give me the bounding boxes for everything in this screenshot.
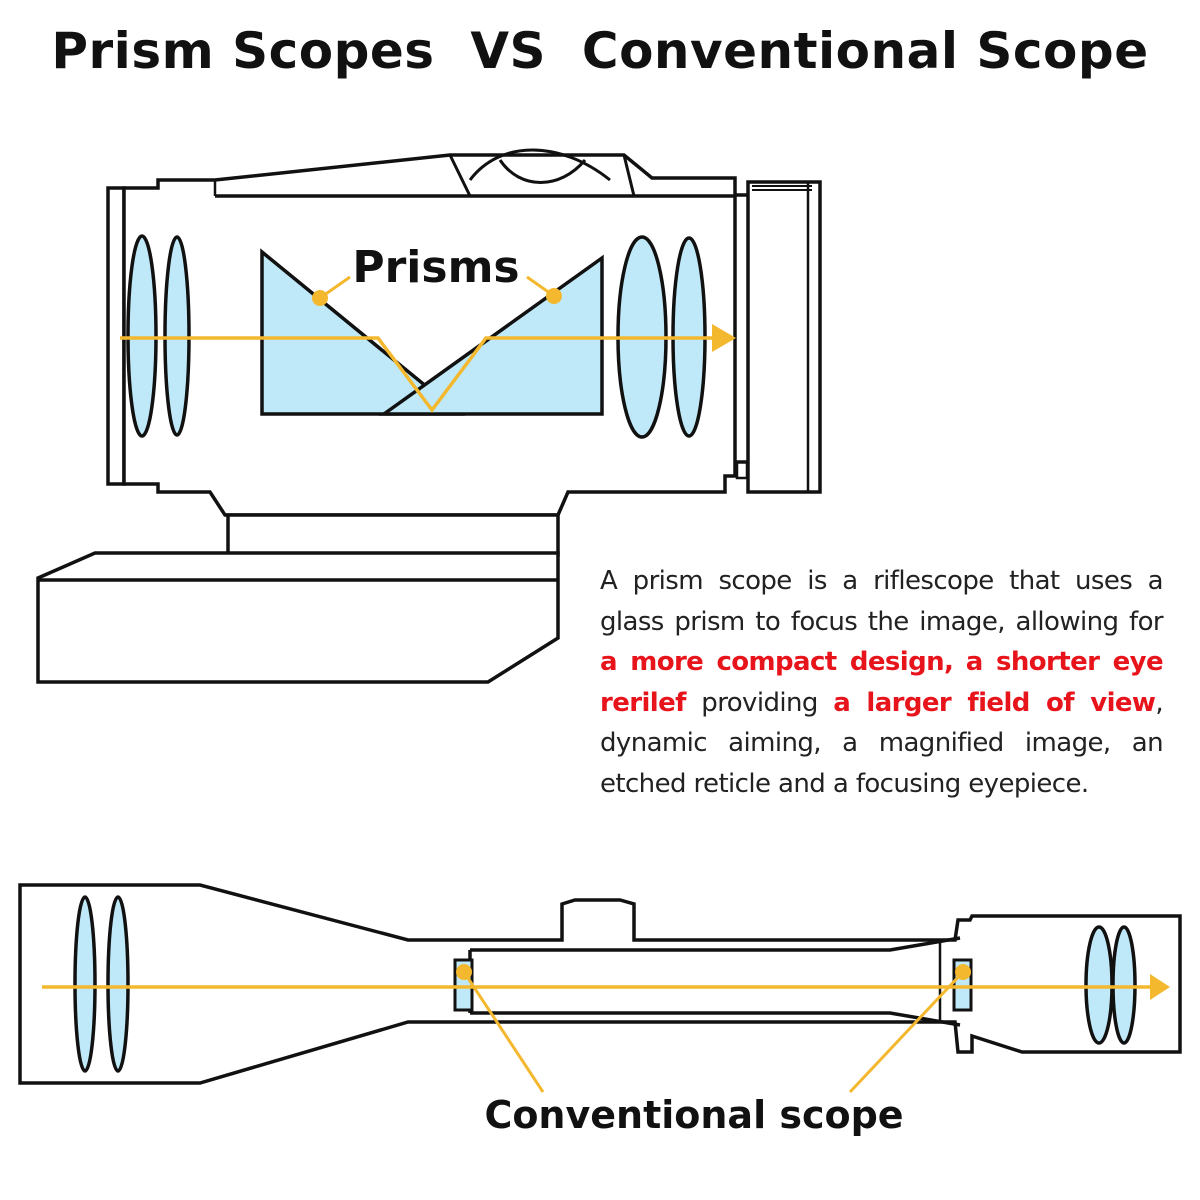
description-text: A prism scope is a riflescope that uses … xyxy=(600,566,1164,637)
conventional-eyepiece-lenses xyxy=(1084,925,1137,1045)
conventional-scope xyxy=(18,883,1182,1085)
prisms-label: Prisms xyxy=(352,242,519,293)
prism-objective-lenses xyxy=(126,234,191,438)
conventional-light-arrowhead xyxy=(1150,974,1170,1000)
description-text: providing xyxy=(685,687,834,718)
conventional-objective-lenses xyxy=(73,895,130,1073)
prism-light-arrowhead xyxy=(712,324,736,352)
lens xyxy=(106,895,130,1073)
description-text: , dynamic aiming, a magnified image, an … xyxy=(600,687,1164,799)
prism-scope-base xyxy=(36,551,560,684)
description-text xyxy=(953,647,965,677)
prism-left xyxy=(260,248,465,416)
highlight-larger-field-of-view: a larger field of view xyxy=(833,687,1156,718)
lens xyxy=(126,234,158,438)
page-title: Prism Scopes VS Conventional Scope xyxy=(51,22,1149,80)
prism-scope-description: A prism scope is a riflescope that uses … xyxy=(600,561,1164,804)
conventional-callouts xyxy=(456,964,971,1094)
highlight-shorter-eye-relief: a shorter eye rerilef xyxy=(600,647,1164,718)
highlight-compact-design: a more compact design, xyxy=(600,647,954,677)
lens xyxy=(1111,925,1137,1045)
conventional-scope-label: Conventional scope xyxy=(484,1093,903,1137)
prism-light-path xyxy=(120,336,712,413)
lens xyxy=(73,895,97,1073)
prism-scope-mount xyxy=(226,513,560,557)
prism-scope-turret xyxy=(448,148,636,197)
prism-scope-objective-cap xyxy=(106,186,126,486)
prism-callouts xyxy=(312,275,562,306)
lens xyxy=(1084,925,1114,1045)
prism-scope xyxy=(36,148,822,684)
conventional-scope-outline xyxy=(18,883,1182,1085)
lens xyxy=(163,235,191,437)
